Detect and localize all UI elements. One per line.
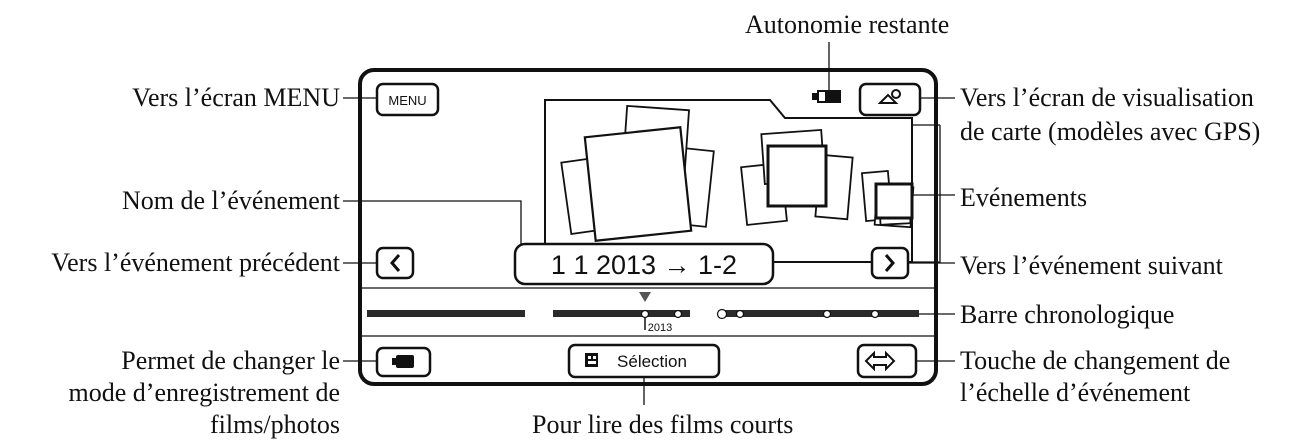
callout-leader-lines [343,42,955,405]
callout-menu: Vers l’écran MENU [132,83,340,112]
film-photo-mode-icon [392,355,414,368]
callout-event-name: Nom de l’événement [121,186,340,215]
screen-frame [358,68,938,386]
callout-mode-line3: films/photos [209,410,340,439]
callout-next-event: Vers l’événement suivant [960,251,1223,280]
chevron-right-icon [884,254,895,272]
highlight-button[interactable]: Sélection [567,343,721,379]
callout-mode-line2: mode d’enregistrement de [68,378,340,407]
callout-prev-event: Vers l’événement précédent [51,248,340,277]
map-view-icon [877,89,901,104]
timeline-bar[interactable]: 2013 [367,292,919,334]
callout-highlight: Pour lire des films courts [532,410,794,439]
menu-button-label: MENU [388,93,426,108]
callout-brackets [359,124,941,337]
event-thumbnail-2[interactable] [740,129,854,226]
timeline-cursor-icon [639,292,651,302]
callout-scale-line1: Touche de changement de [960,346,1231,375]
mode-switch-button[interactable] [375,346,432,378]
timeline-year: 2013 [648,322,672,334]
callout-events: Evénements [960,183,1088,212]
event-scale-icon [864,350,896,372]
event-title: 1 1 2013 → 1-2 [551,250,737,280]
next-event-button[interactable] [870,246,910,280]
event-thumbnail-3[interactable] [860,169,915,229]
callout-mode-line1: Permet de changer le [121,346,340,375]
battery-icon [812,90,841,103]
chevron-left-icon [390,254,401,272]
callout-map-line1: Vers l’écran de visualisation [960,83,1254,112]
menu-button[interactable]: MENU [375,82,440,117]
previous-event-button[interactable] [375,246,415,280]
map-view-button[interactable] [858,82,922,117]
callout-battery: Autonomie restante [745,10,950,39]
event-title-box: 1 1 2013 → 1-2 [513,242,775,286]
callout-timeline: Barre chronologique [960,300,1175,329]
event-thumbnail-1[interactable] [560,104,715,242]
highlight-film-icon [585,353,598,367]
timeline-markers [640,308,880,320]
event-scale-button[interactable] [856,343,918,379]
highlight-button-label: Sélection [617,352,687,371]
callout-scale-line2: l’échelle d’événement [960,378,1191,407]
callout-map-line2: de carte (modèles avec GPS) [960,117,1261,146]
